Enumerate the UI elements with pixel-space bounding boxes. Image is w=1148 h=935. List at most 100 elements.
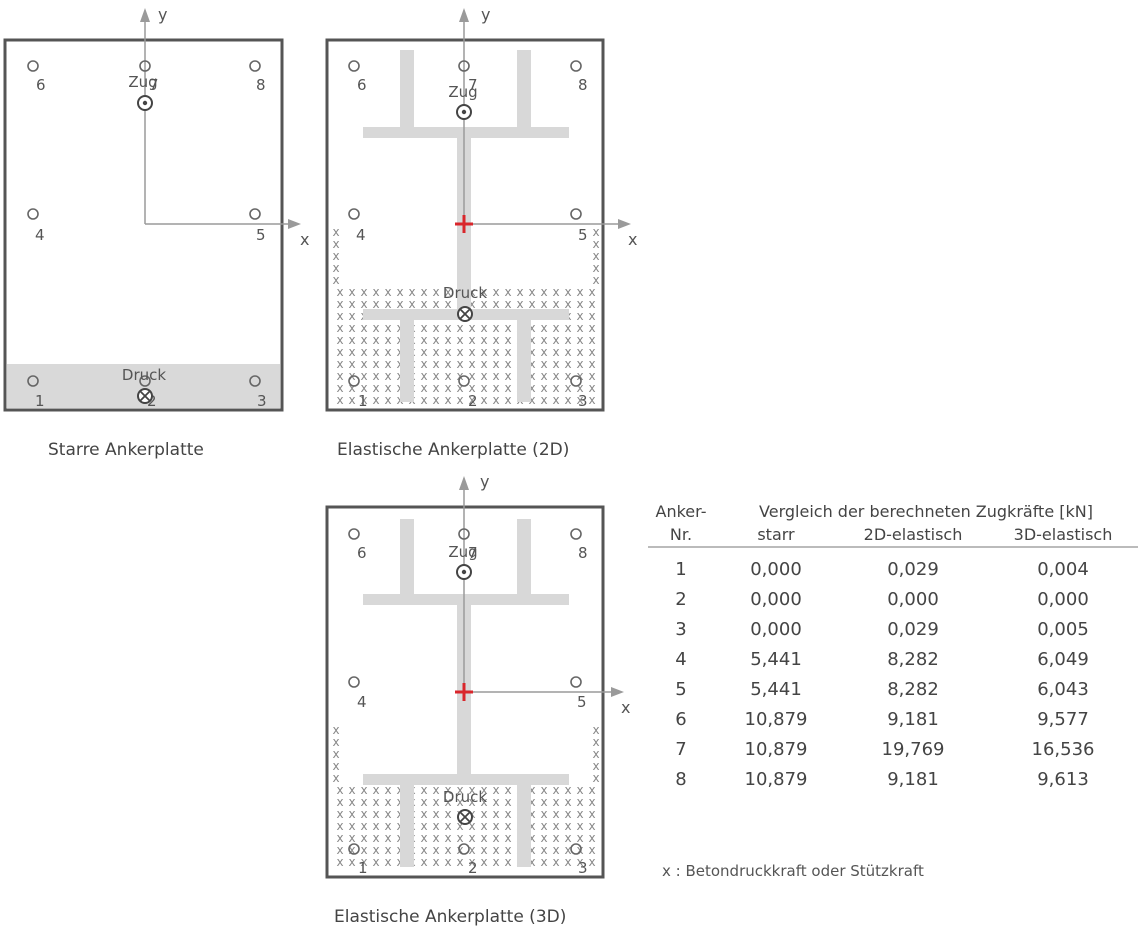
pressure-mark: x [444,855,451,869]
elastic-3d-anchor-3 [570,843,582,855]
pressure-mark: x [576,357,583,371]
pressure-mark: x [516,381,523,395]
pressure-mark: x [408,309,415,323]
pressure-mark: x [444,843,451,857]
pressure-mark: x [540,807,547,821]
pressure-mark: x [540,333,547,347]
pressure-mark: x [468,309,475,323]
pressure-mark: x [552,855,559,869]
rigid-anchor-8 [249,60,261,72]
elastic-3d-centroid-marker [455,683,473,701]
pressure-mark: x [592,225,599,239]
pressure-mark: x [332,261,339,275]
pressure-mark: x [480,843,487,857]
cell-value-2d-elastic: 0,029 [887,618,939,640]
pressure-mark: x [408,843,415,857]
pressure-mark: x [528,795,535,809]
cell-anchor-number: 5 [675,678,687,700]
pressure-mark: x [456,819,463,833]
pressure-mark: x [384,297,391,311]
pressure-mark: x [348,297,355,311]
legend-note: x : Betondruckkraft oder Stützkraft [662,862,924,880]
pressure-mark: x [444,831,451,845]
pressure-mark: x [552,831,559,845]
pressure-mark: x [564,783,571,797]
pressure-mark: x [516,333,523,347]
pressure-mark: x [360,795,367,809]
pressure-mark: x [504,783,511,797]
pressure-mark: x [360,285,367,299]
pressure-mark: x [372,321,379,335]
pressure-mark: x [588,795,595,809]
pressure-mark: x [348,321,355,335]
pressure-mark: x [528,285,535,299]
elastic-2d-y-arrow [459,8,469,22]
pressure-mark: x [432,819,439,833]
pressure-mark: x [384,795,391,809]
elastic-3d-anchor-label-8: 8 [578,544,588,562]
pressure-mark: x [384,321,391,335]
pressure-mark: x [504,819,511,833]
pressure-mark: x [420,321,427,335]
pressure-mark: x [384,345,391,359]
pressure-mark: x [504,795,511,809]
pressure-mark: x [372,297,379,311]
pressure-mark: x [504,345,511,359]
pressure-mark: x [504,333,511,347]
pressure-mark: x [492,333,499,347]
pressure-mark: x [480,393,487,407]
header-anchor-line1: Anker- [655,502,707,521]
pressure-mark: x [540,381,547,395]
pressure-mark: x [468,285,475,299]
rigid-y-arrow [140,8,150,22]
pressure-mark: x [552,783,559,797]
pressure-mark: x [480,357,487,371]
pressure-mark: x [332,225,339,239]
pressure-mark: x [516,855,523,869]
pressure-mark: x [504,285,511,299]
pressure-mark: x [592,261,599,275]
pressure-mark: x [408,795,415,809]
pressure-mark: x [552,321,559,335]
elastic-2d-x-arrow [618,219,631,229]
pressure-mark: x [588,345,595,359]
pressure-mark: x [384,285,391,299]
rigid-anchor-label-4: 4 [35,226,45,244]
pressure-mark: x [552,819,559,833]
pressure-mark: x [504,321,511,335]
pressure-mark: x [516,285,523,299]
pressure-mark: x [492,783,499,797]
pressure-mark: x [492,855,499,869]
pressure-mark: x [444,807,451,821]
pressure-mark: x [420,309,427,323]
pressure-mark: x [588,807,595,821]
pressure-mark: x [384,783,391,797]
pressure-mark: x [480,369,487,383]
pressure-mark: x [492,831,499,845]
results-table: Anker- Vergleich der berechneten Zugkräf… [648,500,1138,794]
header-anchor-line2: Nr. [669,525,693,544]
rigid-y-axis-label: y [158,5,167,24]
elastic-2d-anchor-label-4: 4 [356,226,366,244]
elastic-2d-anchor-2 [458,375,470,387]
pressure-mark: x [408,783,415,797]
pressure-mark: x [408,855,415,869]
pressure-mark: x [540,855,547,869]
elastic-2d-compression-label: Druck [443,284,487,302]
pressure-mark: x [420,381,427,395]
pressure-mark: x [504,831,511,845]
cell-value-3d-elastic: 6,043 [1037,678,1089,700]
table-header-row-1: Anker- Vergleich der berechneten Zugkräf… [648,500,1138,523]
caption-elastic-2d: Elastische Ankerplatte (2D) [337,440,570,460]
pressure-mark: x [408,393,415,407]
pressure-mark: x [336,369,343,383]
cell-value-3d-elastic: 0,000 [1037,588,1089,610]
pressure-mark: x [408,819,415,833]
pressure-mark: x [360,321,367,335]
pressure-mark: x [528,393,535,407]
pressure-mark: x [408,297,415,311]
pressure-mark: x [432,795,439,809]
pressure-mark: x [396,369,403,383]
